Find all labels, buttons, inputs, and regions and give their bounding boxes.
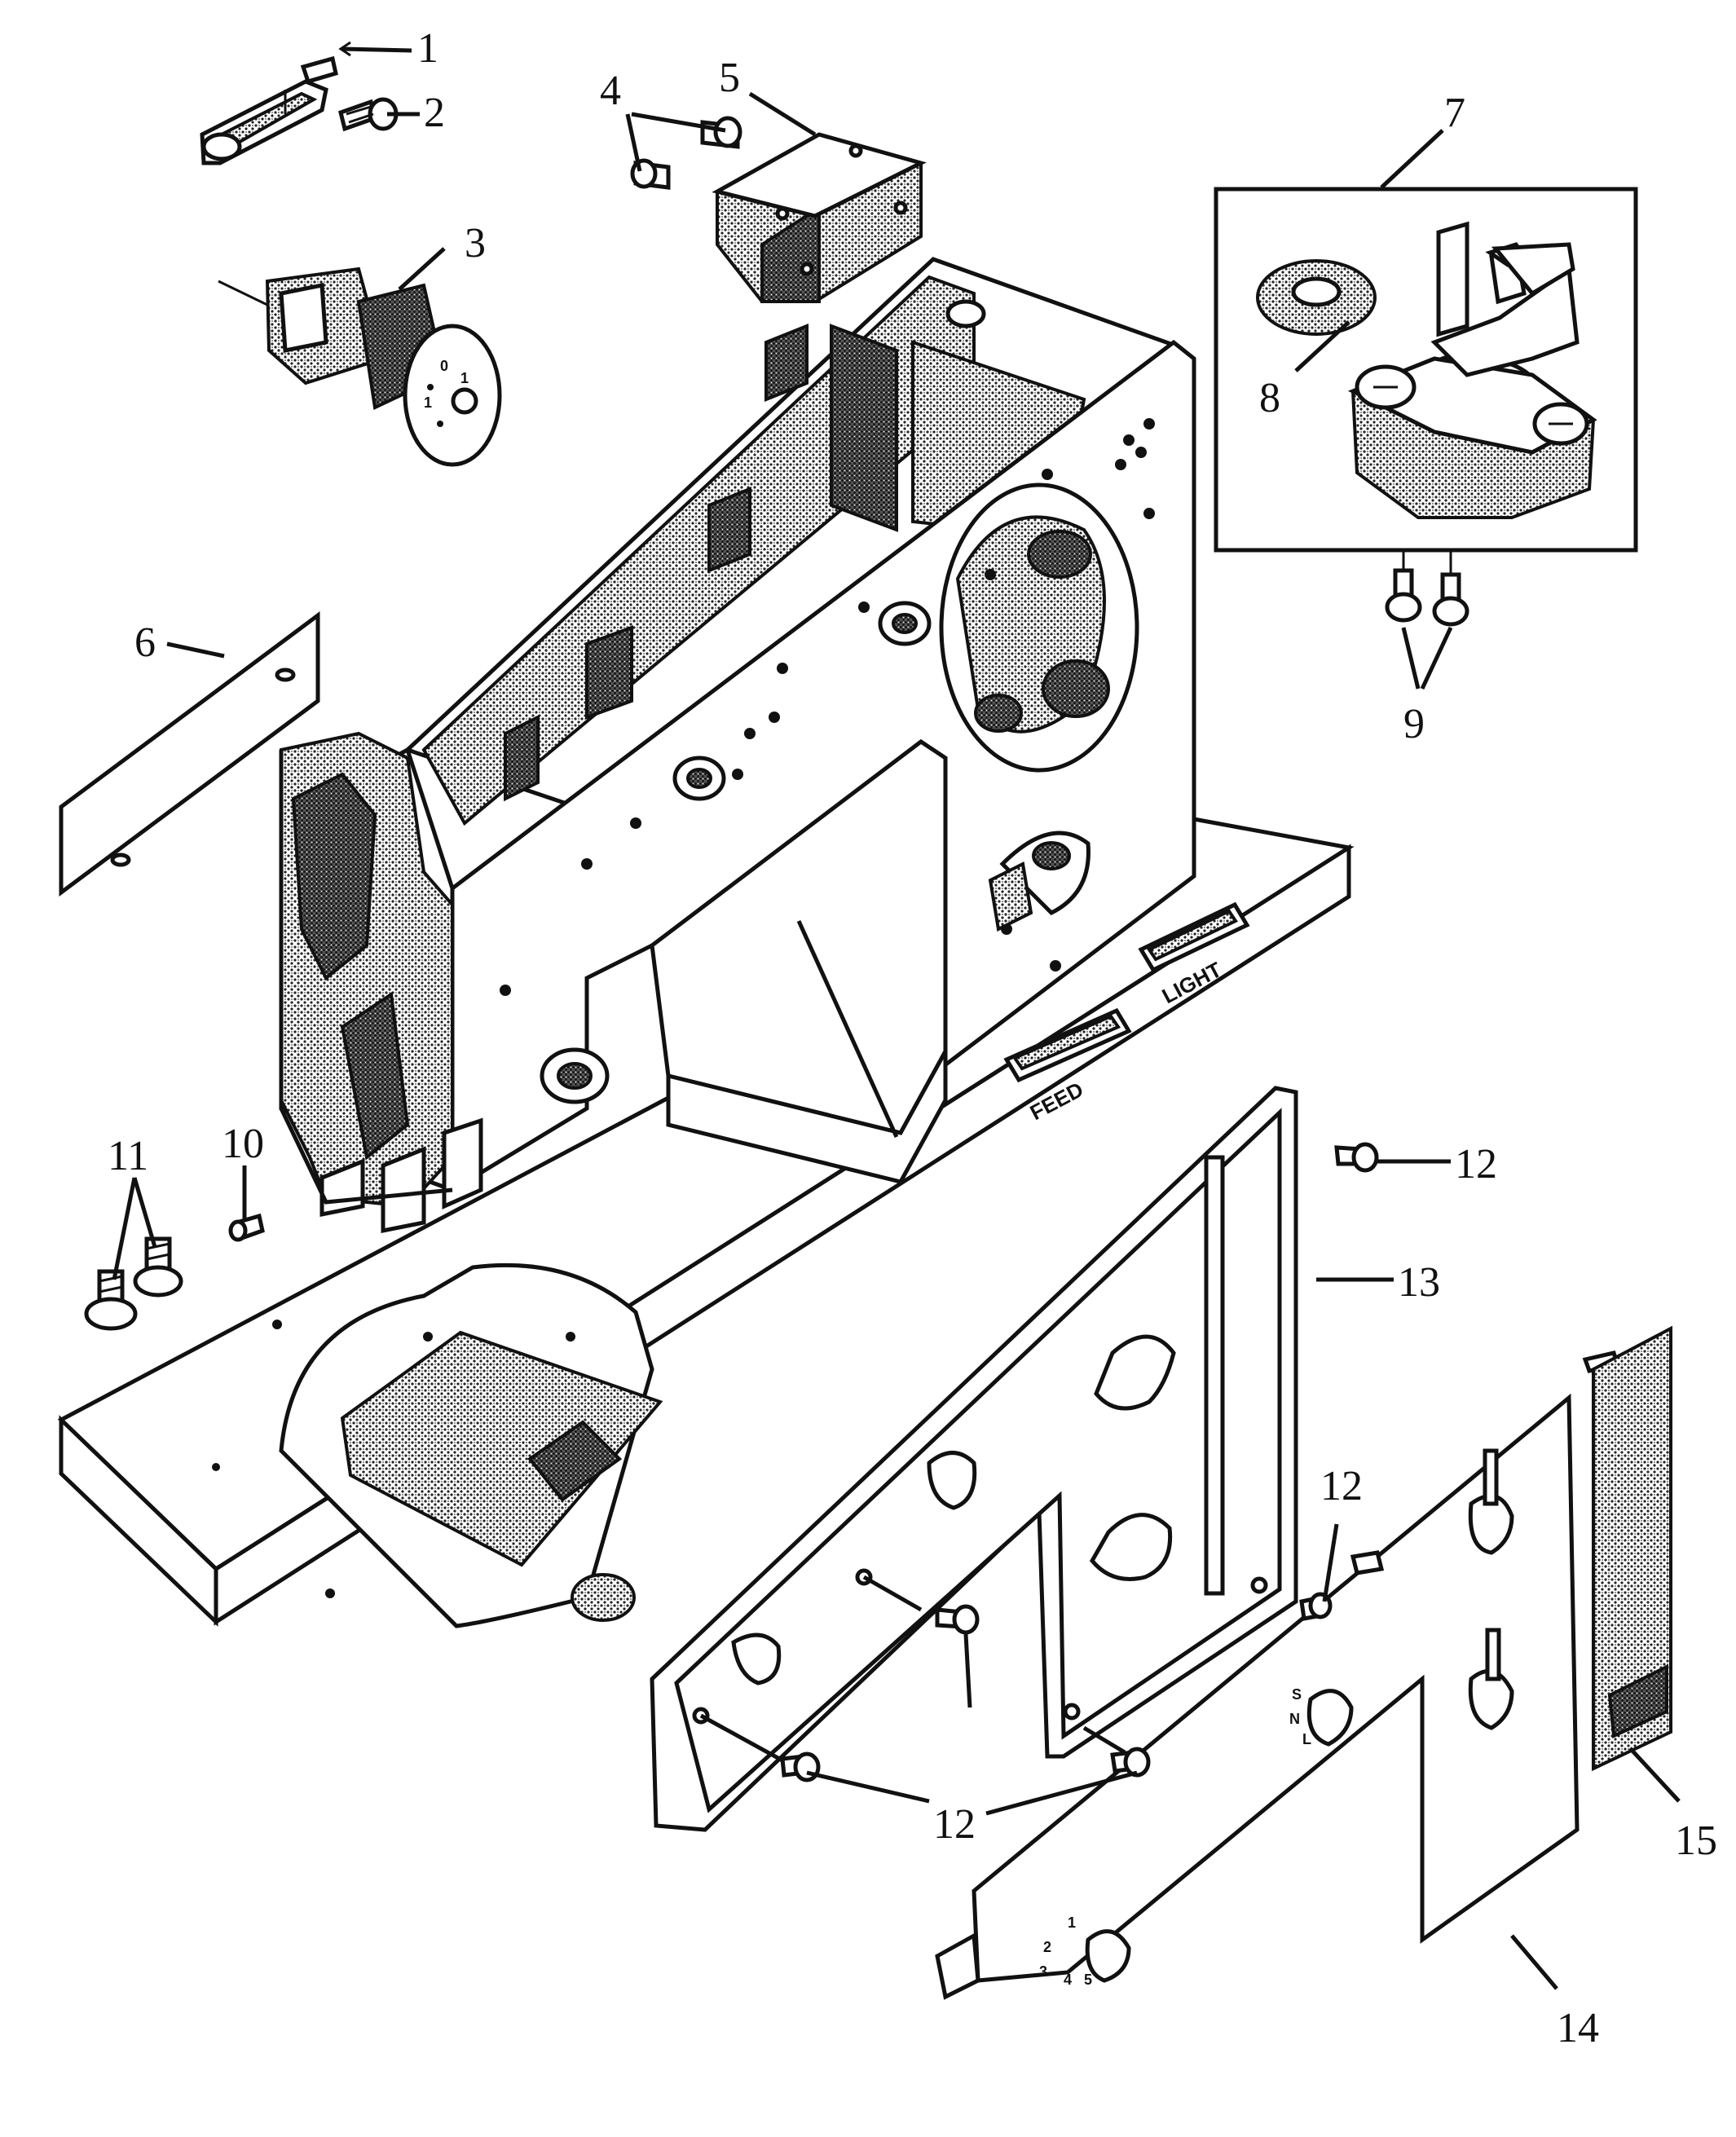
- leader-lines: [112, 41, 1681, 1990]
- callout-12-top: 12: [1455, 1141, 1497, 1187]
- screw-12-right: [1299, 1592, 1333, 1621]
- part-9-screws: [1385, 550, 1469, 627]
- callout-4: 4: [600, 68, 621, 114]
- part-15-side-plate: [1582, 1325, 1672, 1772]
- part-4-screws: [630, 116, 742, 190]
- callout-1: 1: [417, 25, 438, 72]
- callout-6: 6: [134, 619, 156, 666]
- part-12-screws: [780, 1142, 1379, 1782]
- frame-washer-a: [878, 601, 932, 646]
- callout-11: 11: [108, 1133, 148, 1179]
- svg-text:1: 1: [460, 370, 469, 386]
- callout-3: 3: [465, 220, 486, 267]
- panel-mark-1: 1: [1068, 1914, 1076, 1931]
- part-5-bracket: [712, 132, 927, 303]
- part-14-panel: S N L 1 2 3 4 5: [935, 1393, 1580, 2000]
- part-2-screw: [338, 97, 399, 132]
- svg-text:1: 1: [424, 394, 432, 411]
- callout-9: 9: [1403, 701, 1425, 747]
- callout-numbers: 1 2 3 4 5 6 7 8 9 10 11 12 12 12 13 14 1…: [108, 25, 1717, 2051]
- frame-washer-c: [540, 1047, 610, 1104]
- screw-12-low-right: [1110, 1747, 1151, 1778]
- panel-mark-2: 2: [1043, 1939, 1051, 1955]
- part-7-assembly: [1347, 221, 1597, 519]
- machine-frame: [279, 257, 1196, 1234]
- part-8-washer: [1256, 259, 1377, 336]
- panel-mark-4: 4: [1064, 1972, 1072, 1988]
- screw-12-top: [1334, 1142, 1379, 1173]
- frame-washer-b: [672, 756, 726, 801]
- callout-7: 7: [1444, 90, 1465, 136]
- callout-2: 2: [424, 90, 445, 136]
- callout-5: 5: [719, 55, 740, 101]
- panel-mark-3: 3: [1039, 1963, 1047, 1980]
- part-1-lever: [200, 55, 338, 165]
- panel-mark-5: 5: [1084, 1972, 1092, 1988]
- callout-12-bottom: 12: [933, 1801, 976, 1848]
- part-11-screws: [84, 1236, 183, 1331]
- callout-15: 15: [1675, 1818, 1717, 1864]
- screw-12-mid: [935, 1604, 980, 1635]
- callout-13: 13: [1398, 1259, 1440, 1306]
- part-10-pin: [228, 1213, 265, 1242]
- callout-10: 10: [222, 1121, 264, 1167]
- part-3-switch-knob: 0 1 1: [218, 267, 502, 467]
- screw-12-low-left: [780, 1751, 821, 1782]
- frame-side-mount: [988, 831, 1091, 932]
- part-6-plate: [59, 611, 320, 897]
- callout-14: 14: [1557, 2005, 1599, 2051]
- panel-mark-n: N: [1289, 1711, 1300, 1727]
- part-7-box: [1214, 187, 1638, 553]
- svg-text:0: 0: [440, 358, 448, 374]
- callout-8: 8: [1259, 375, 1280, 421]
- panel-mark-s: S: [1292, 1686, 1302, 1703]
- callout-12-right: 12: [1320, 1463, 1363, 1509]
- panel-mark-l: L: [1302, 1731, 1311, 1747]
